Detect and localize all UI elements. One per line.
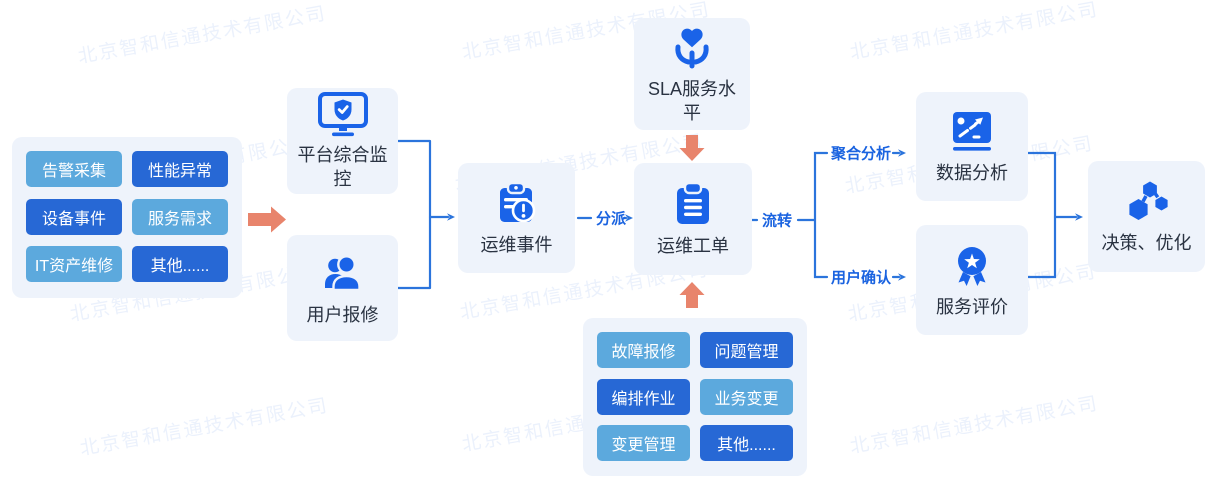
card-ops-event: 运维事件 bbox=[458, 163, 575, 273]
chart-trend-icon bbox=[948, 107, 996, 155]
watermark-text: 北京智和信通技术有限公司 bbox=[848, 393, 1101, 458]
card-user-report: 用户报修 bbox=[287, 235, 398, 341]
card-label: 用户报修 bbox=[306, 304, 379, 325]
tag-others: 其他...... bbox=[132, 246, 228, 283]
watermark-text: 北京智和信通技术有限公司 bbox=[76, 3, 329, 68]
clipboard-alert-icon bbox=[493, 179, 541, 227]
clipboard-list-icon bbox=[669, 180, 717, 228]
tag-problem-management: 问题管理 bbox=[700, 332, 793, 368]
card-label: 运维事件 bbox=[480, 234, 553, 255]
card-ops-ticket: 运维工单 bbox=[634, 163, 752, 275]
card-label: 决策、优化 bbox=[1101, 233, 1192, 254]
arrow-down-icon bbox=[679, 135, 705, 161]
tag-fault-repair: 故障报修 bbox=[597, 332, 690, 368]
card-service-evaluation: 服务评价 bbox=[916, 225, 1028, 335]
tag-alarm-collection: 告警采集 bbox=[26, 151, 122, 187]
edge-label-flow: 流转 bbox=[762, 212, 793, 230]
tag-change-management: 变更管理 bbox=[597, 425, 690, 462]
hexagons-icon bbox=[1123, 177, 1171, 225]
card-sla-service-level: SLA服务水平 bbox=[634, 18, 750, 130]
heart-hands-icon bbox=[668, 23, 716, 71]
tag-it-asset-repair: IT资产维修 bbox=[26, 246, 122, 283]
event-sources-panel: 告警采集 性能异常 设备事件 服务需求 IT资产维修 其他...... bbox=[12, 137, 242, 298]
card-decision-optimization: 决策、优化 bbox=[1088, 161, 1205, 272]
users-icon bbox=[319, 249, 367, 297]
medal-icon bbox=[948, 241, 996, 289]
card-label: 平台综合监控 bbox=[297, 145, 388, 189]
card-label: 运维工单 bbox=[657, 235, 729, 256]
card-data-analysis: 数据分析 bbox=[916, 92, 1028, 201]
watermark-text: 北京智和信通技术有限公司 bbox=[848, 0, 1101, 64]
arrow-right-icon bbox=[248, 206, 286, 233]
edge-label-dispatch: 分派 bbox=[596, 210, 627, 228]
monitor-shield-icon bbox=[317, 91, 369, 137]
edge-label-user-confirm: 用户确认 bbox=[831, 269, 892, 287]
watermark-text: 北京智和信通技术有限公司 bbox=[78, 395, 331, 460]
tag-business-change: 业务变更 bbox=[700, 378, 793, 415]
tag-orchestration-job: 编排作业 bbox=[597, 378, 690, 415]
edge-label-aggregate-analysis: 聚合分析 bbox=[831, 145, 892, 163]
card-platform-monitoring: 平台综合监控 bbox=[287, 88, 398, 194]
tag-device-event: 设备事件 bbox=[26, 198, 122, 235]
arrow-up-icon bbox=[679, 282, 705, 308]
tag-service-demand: 服务需求 bbox=[132, 198, 228, 235]
tag-performance-anomaly: 性能异常 bbox=[132, 151, 228, 187]
card-label: 服务评价 bbox=[936, 296, 1008, 317]
card-label: SLA服务水平 bbox=[647, 79, 737, 123]
card-label: 数据分析 bbox=[936, 163, 1008, 184]
tag-others: 其他...... bbox=[700, 425, 793, 462]
ticket-types-panel: 故障报修 问题管理 编排作业 业务变更 变更管理 其他...... bbox=[583, 318, 807, 476]
